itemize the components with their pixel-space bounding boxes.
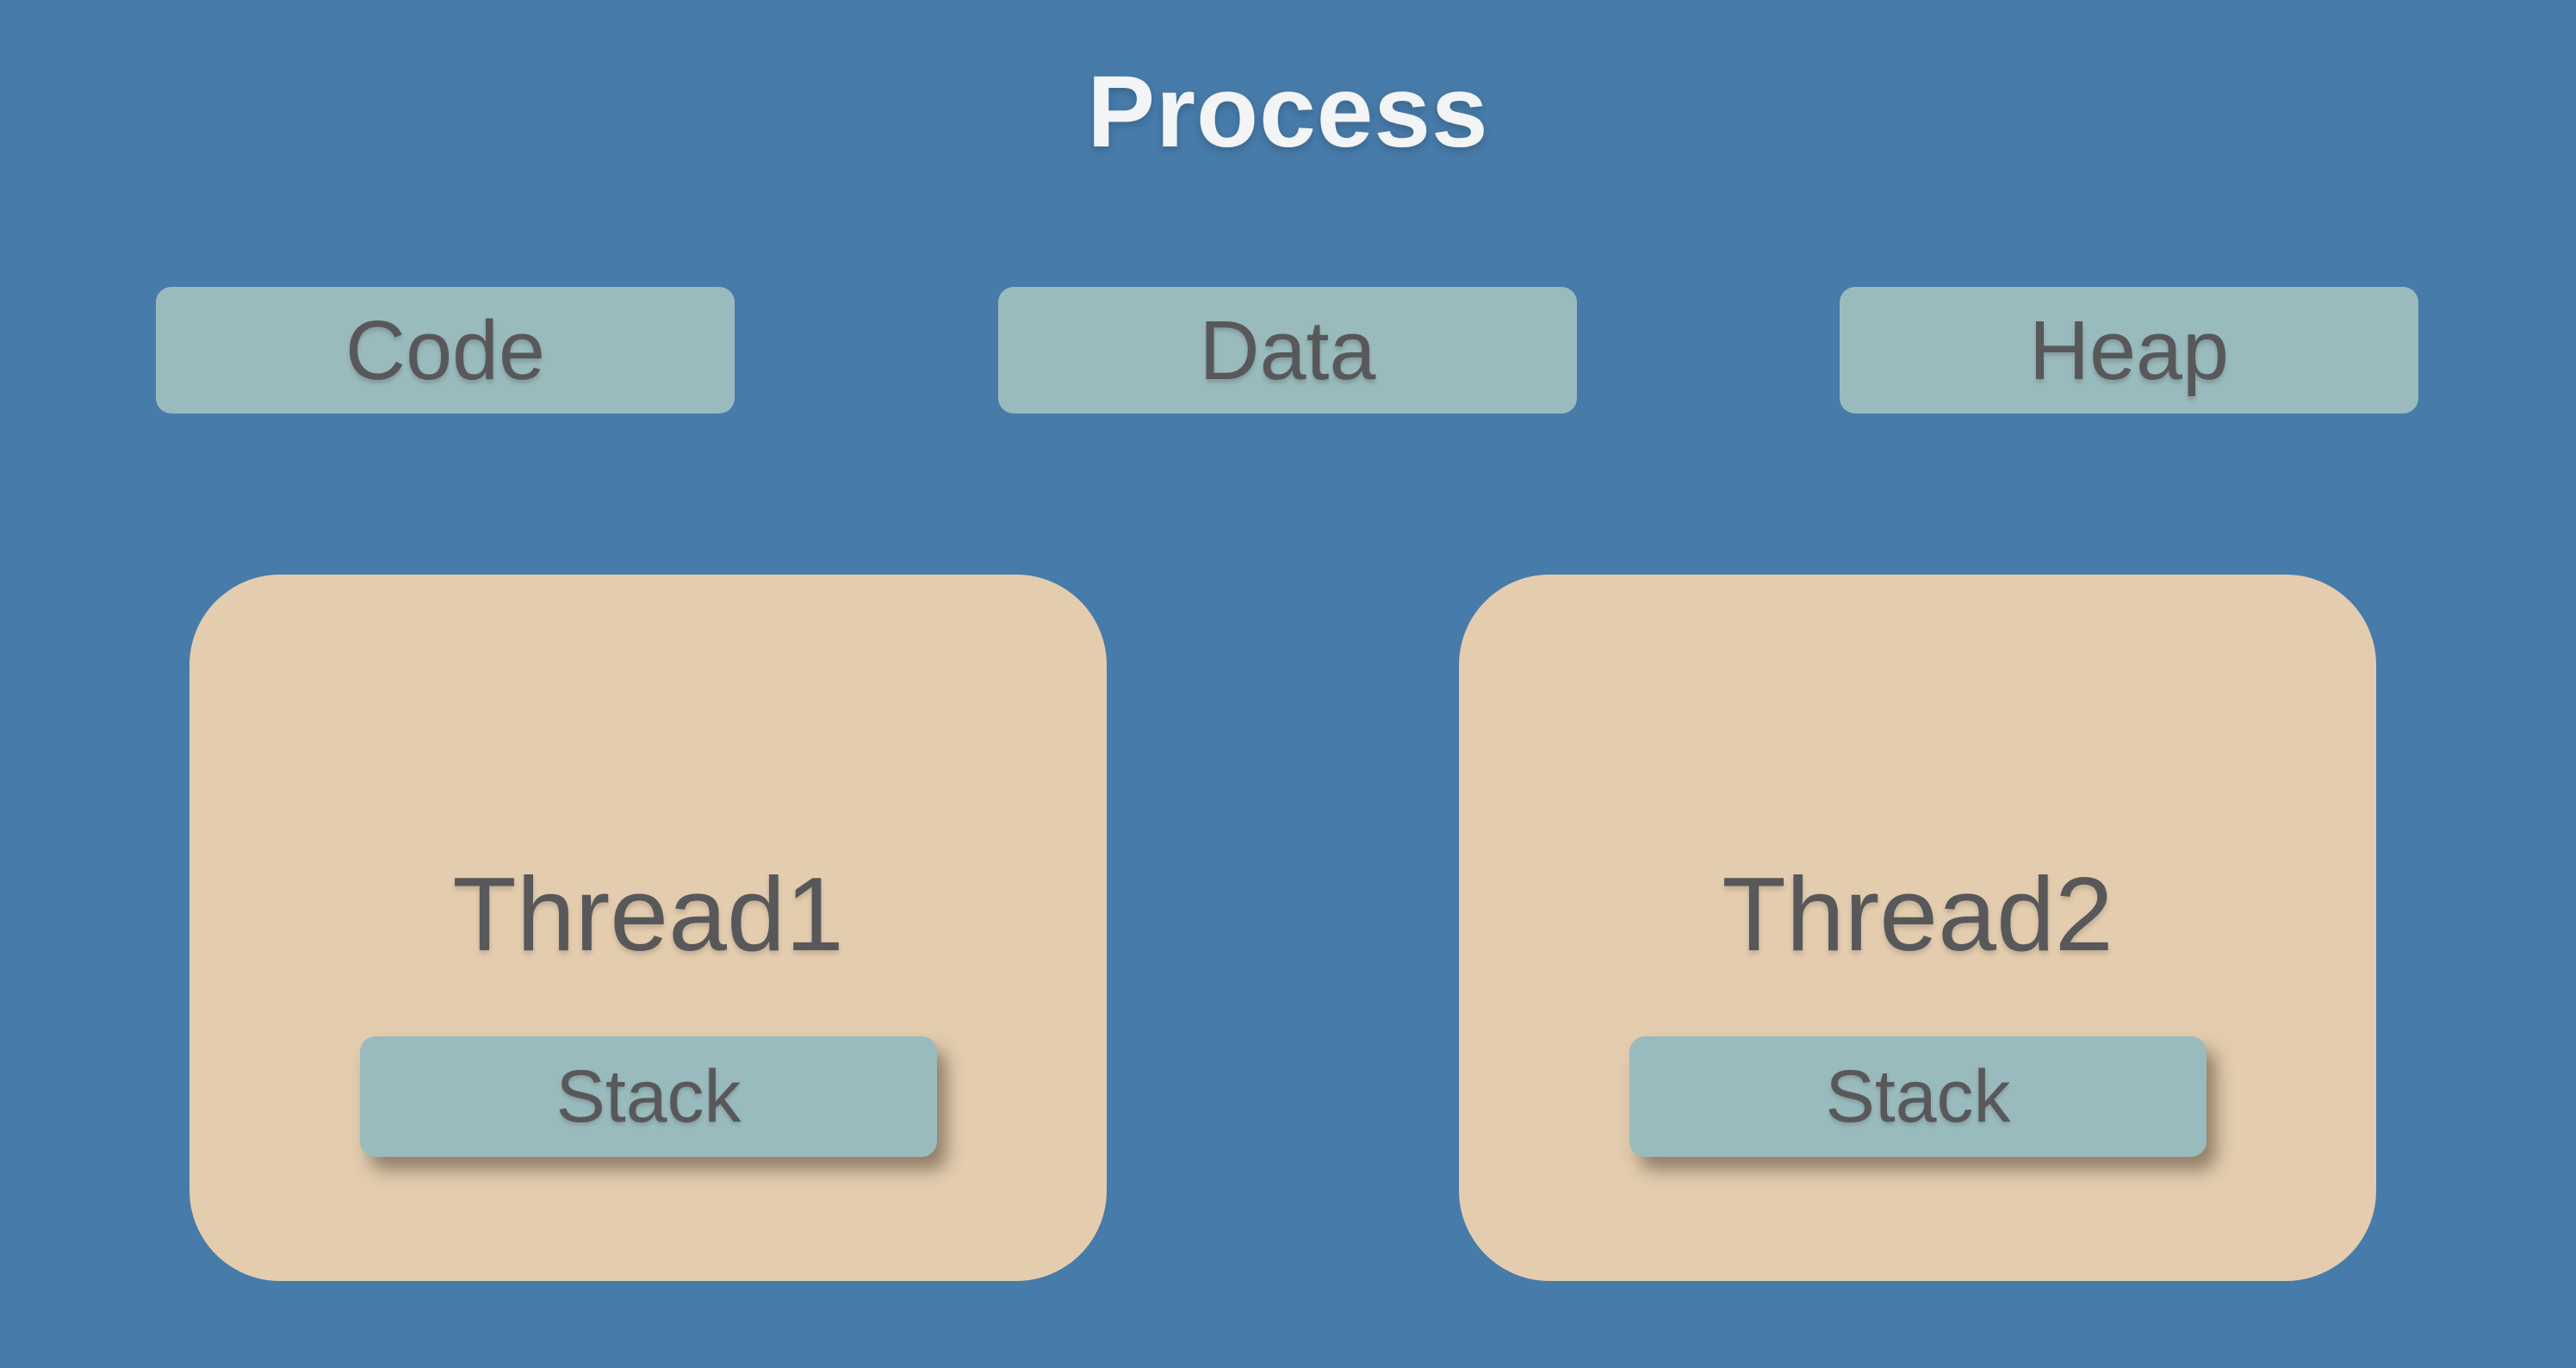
heap-segment-box: Heap (1840, 287, 2418, 414)
thread1-stack-label: Stack (556, 1054, 742, 1138)
heap-segment-label: Heap (2029, 302, 2229, 397)
thread1-stack-box: Stack (360, 1036, 937, 1158)
thread2-stack-box: Stack (1629, 1036, 2207, 1158)
code-segment-box: Code (156, 287, 735, 414)
data-segment-box: Data (998, 287, 1577, 414)
thread2-box: Thread2 Stack (1459, 575, 2376, 1281)
code-segment-label: Code (345, 302, 545, 397)
thread2-label: Thread2 (1722, 855, 2114, 973)
thread1-box: Thread1 Stack (189, 575, 1107, 1281)
data-segment-label: Data (1199, 302, 1376, 397)
thread2-stack-label: Stack (1825, 1054, 2011, 1138)
thread1-label: Thread1 (452, 855, 844, 973)
process-title: Process (1087, 55, 1489, 169)
